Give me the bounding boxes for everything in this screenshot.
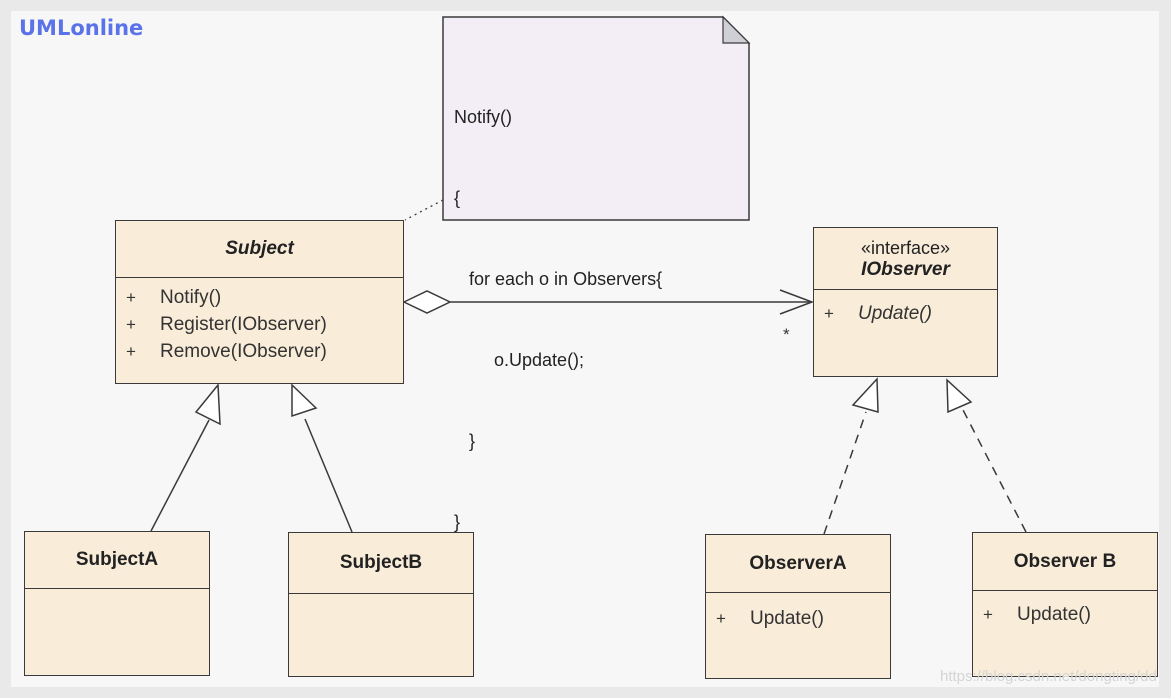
class-subjecta[interactable]: SubjectA [24, 531, 210, 676]
note-line: o.Update(); [454, 350, 585, 370]
realization-arrow-b [946, 378, 973, 414]
class-subjectb[interactable]: SubjectB [288, 532, 474, 677]
class-name: ObserverA [749, 552, 847, 574]
class-observera[interactable]: ObserverA + Update() [705, 534, 891, 679]
note-shape [442, 16, 750, 221]
operation-label: Update() [750, 607, 824, 629]
multiplicity-label: * [783, 325, 790, 344]
generalization-arrow-a [194, 383, 221, 426]
realization-arrow-a [851, 377, 879, 413]
visibility-marker: + [126, 287, 136, 307]
operation-row: + Register(IObserver) [126, 311, 403, 338]
realization-line-a [823, 411, 867, 535]
note-line: { [454, 188, 461, 208]
operation-row: + Notify() [126, 284, 403, 311]
operations-compartment: + Update() [706, 593, 890, 632]
class-observera-header: ObserverA [706, 535, 890, 593]
operation-row: + Update() [824, 300, 997, 327]
operation-label: Update() [1017, 603, 1091, 625]
operation-label: Notify() [160, 286, 222, 308]
note-line: } [454, 431, 476, 451]
class-subjectb-header: SubjectB [289, 533, 473, 594]
visibility-marker: + [824, 303, 834, 323]
umlonline-logo: UMLonline [19, 16, 144, 40]
operation-row: + Update() [716, 605, 890, 632]
visibility-marker: + [126, 314, 136, 334]
class-name: SubjectA [75, 549, 159, 570]
operation-row: + Update() [983, 601, 1157, 628]
class-iobserver-header: «interface» IObserver [814, 228, 997, 290]
note-line: for each o in Observers{ [454, 269, 663, 289]
visibility-marker: + [126, 341, 136, 361]
operations-compartment: + Update() [973, 591, 1157, 628]
operation-label: Remove(IObserver) [160, 340, 327, 362]
operations-compartment: + Notify() + Register(IObserver) + Remov… [116, 278, 403, 365]
class-name: IObserver [861, 258, 950, 280]
class-name: Observer B [1013, 550, 1117, 572]
class-subject-header: Subject [116, 221, 403, 278]
note-line: } [454, 512, 461, 532]
class-observerb[interactable]: Observer B + Update() [972, 532, 1158, 677]
realization-line-b [961, 407, 1027, 533]
visibility-marker: + [716, 608, 726, 628]
aggregation-diamond [402, 290, 452, 314]
generalization-arrow-b [291, 383, 318, 418]
operation-label: Update() [858, 302, 932, 324]
operation-label: Register(IObserver) [160, 313, 327, 335]
class-name: Subject [225, 238, 294, 259]
class-subject[interactable]: Subject + Notify() + Register(IObserver)… [115, 220, 404, 384]
note-line: Notify() [454, 107, 512, 127]
class-observerb-header: Observer B [973, 533, 1157, 591]
note-text: Notify() { for each o in Observers{ o.Up… [454, 50, 662, 563]
generalization-line-a [150, 419, 210, 532]
class-iobserver[interactable]: «interface» IObserver + Update() [813, 227, 998, 377]
association-arrowhead [779, 289, 815, 315]
operation-row: + Remove(IObserver) [126, 338, 403, 365]
generalization-line-b [304, 418, 353, 533]
class-name: SubjectB [339, 552, 423, 573]
operations-compartment: + Update() [814, 290, 997, 327]
note-anchor-line [404, 199, 444, 221]
note-fold [722, 15, 751, 44]
watermark-text: https://blog.csdn.net/dongting/dd [940, 668, 1157, 685]
stereotype-label: «interface» [860, 237, 951, 258]
class-subjecta-header: SubjectA [25, 532, 209, 589]
visibility-marker: + [983, 604, 993, 624]
